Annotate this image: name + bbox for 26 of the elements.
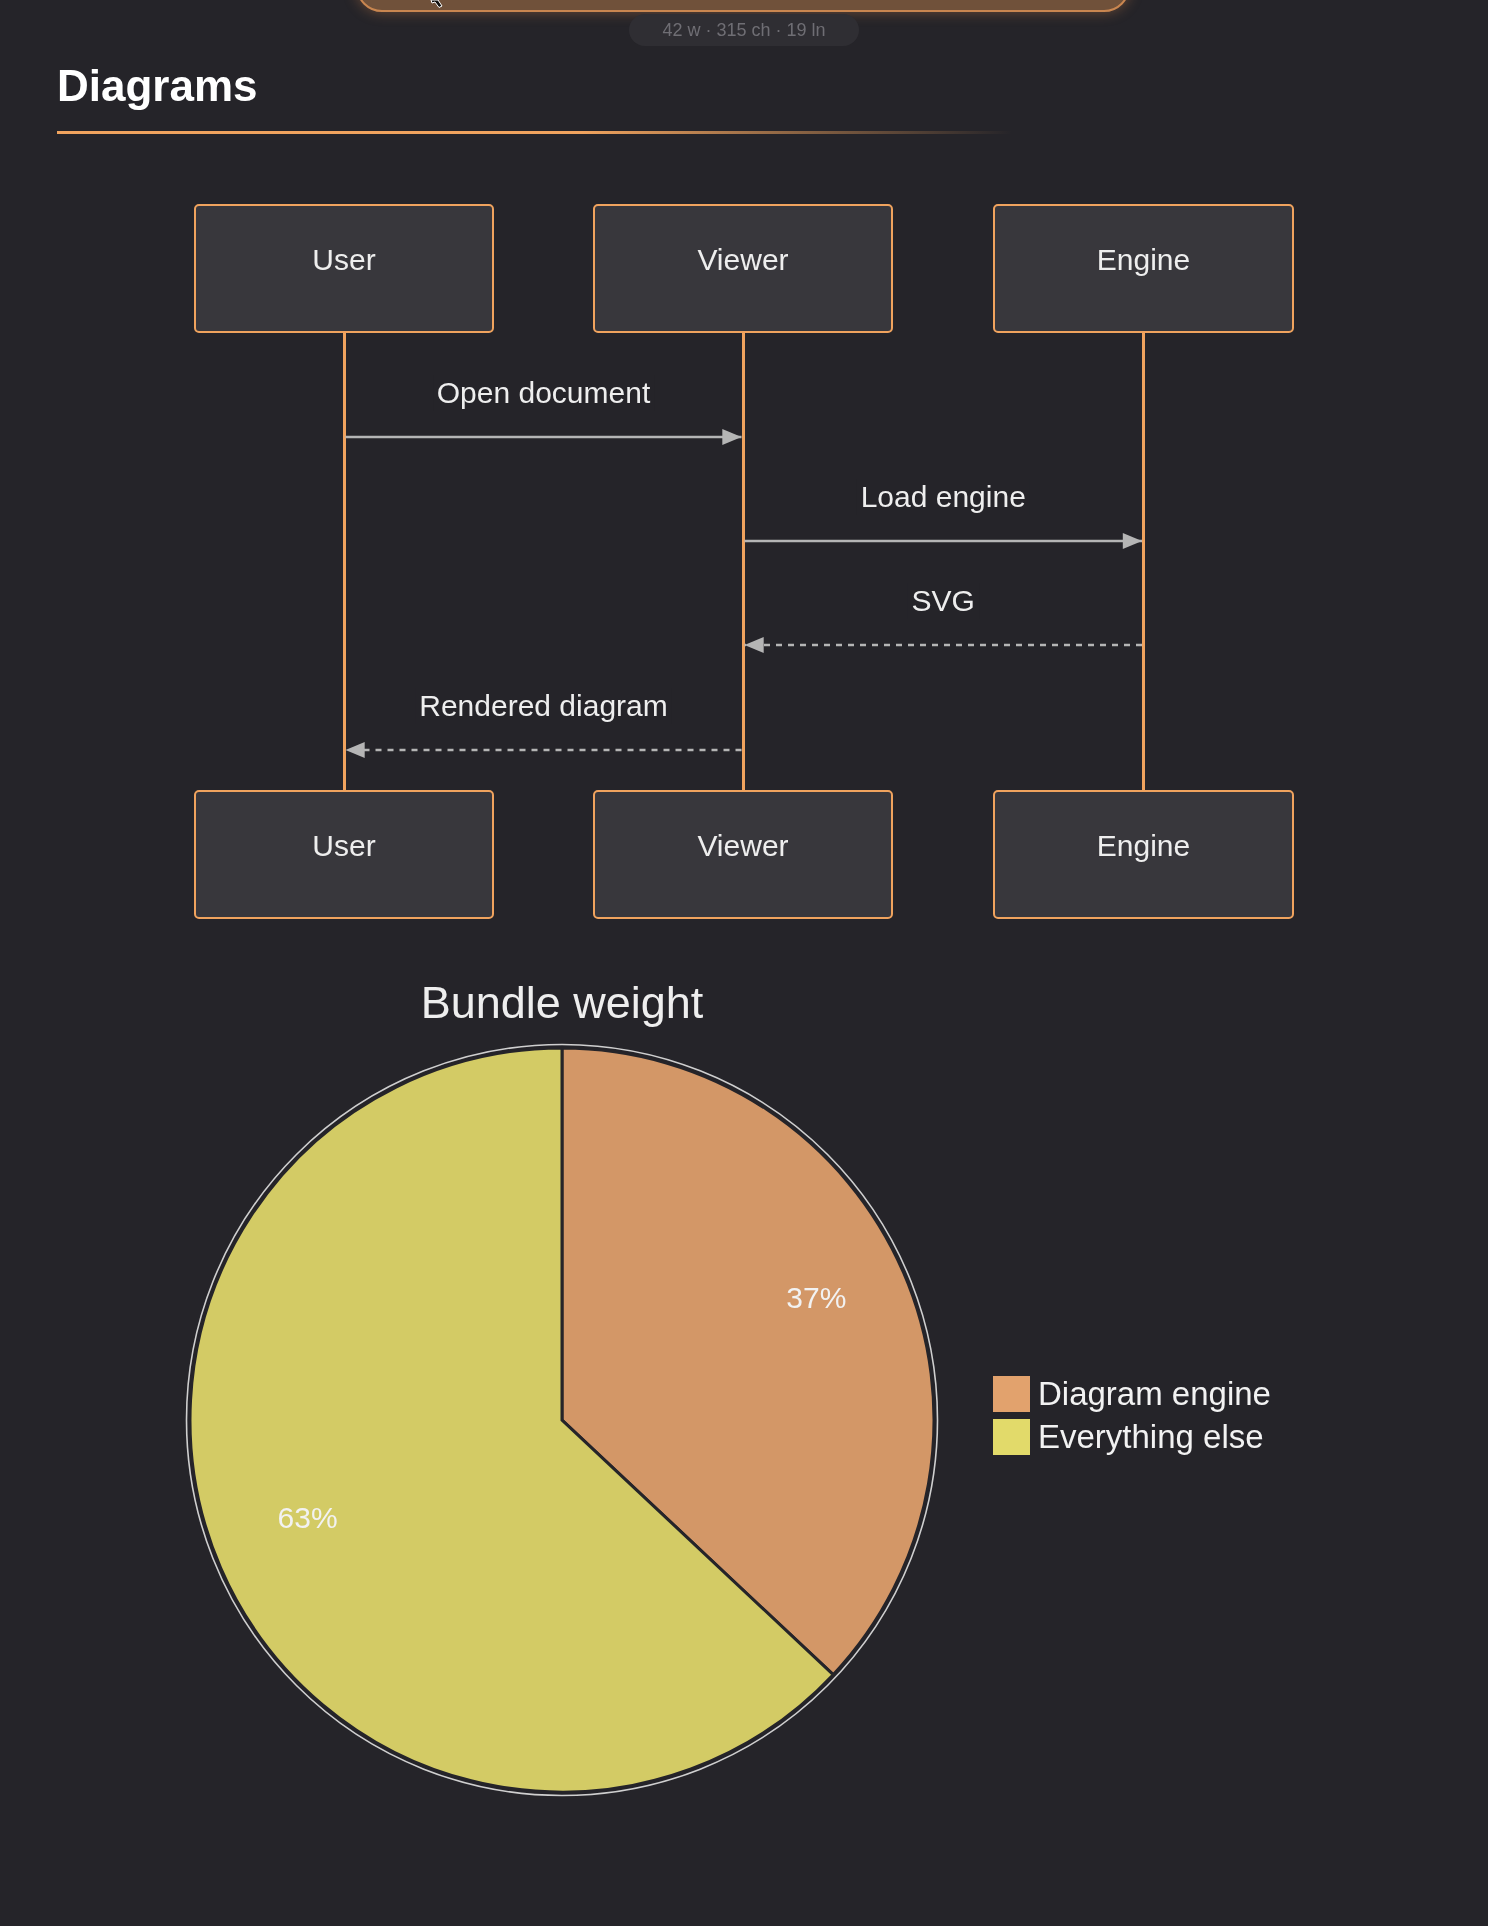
- message-arrow: [744, 637, 1142, 653]
- value-label: 63%: [277, 1501, 338, 1536]
- word-count-stats: 42 w · 315 ch · 19 ln: [629, 14, 859, 46]
- lifeline: [1142, 333, 1145, 790]
- chart-title: Bundle weight: [420, 976, 704, 1030]
- participant-box: [593, 204, 893, 333]
- message-arrow: [345, 742, 742, 758]
- message-arrow: [744, 533, 1142, 549]
- legend-label: Everything else: [1038, 1418, 1264, 1456]
- legend-label: Diagram engine: [1038, 1375, 1271, 1413]
- value-label: 37%: [786, 1280, 847, 1315]
- participant-box: [993, 204, 1294, 333]
- lifeline: [741, 333, 745, 790]
- participant-box: [593, 790, 893, 919]
- participant-box: [194, 204, 494, 333]
- lifeline: [342, 333, 346, 790]
- participant-box: [194, 790, 494, 919]
- participant-name: User: [311, 828, 377, 864]
- participant-name: Engine: [1095, 828, 1192, 864]
- message-arrow: [345, 429, 742, 445]
- participant-name: Engine: [1095, 242, 1192, 278]
- participant-name: Viewer: [696, 242, 790, 278]
- section-heading: Diagrams: [57, 60, 258, 112]
- participant-name: Viewer: [696, 828, 790, 864]
- participant-box: [993, 790, 1294, 919]
- participant-name: User: [311, 242, 377, 278]
